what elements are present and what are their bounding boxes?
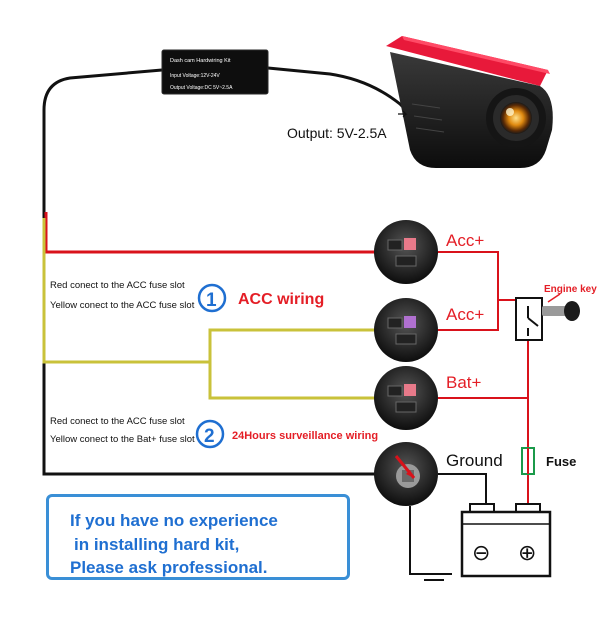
fuse-label-acc-1: Acc+	[446, 231, 484, 250]
fuse-label-acc-2: Acc+	[446, 305, 484, 324]
option-1-title: ACC wiring	[238, 291, 324, 308]
module-output-voltage: Output Voltage:DC 5V~2.5A	[170, 85, 233, 91]
battery-positive-icon: ⊕	[518, 540, 536, 565]
option-2-title: 24Hours surveillance wiring	[232, 430, 378, 442]
engine-key-arrow-icon	[547, 293, 561, 303]
camera-cable	[267, 66, 410, 114]
module-title: Dash cam Hardwiring Kit	[170, 58, 231, 64]
dash-camera	[386, 36, 553, 168]
option-1-badge	[197, 283, 227, 313]
output-arrow-icon	[398, 110, 408, 118]
fuse-slot-bat	[374, 366, 438, 430]
notice-line-2: in installing hard kit,	[74, 535, 240, 554]
option-2-badge	[195, 419, 225, 449]
red-wire	[44, 212, 382, 254]
option-2-line-2: Yellow conect to the Bat+ fuse slot	[50, 434, 195, 445]
battery-negative-icon: ⊖	[472, 540, 490, 565]
acc-circuit-wire	[438, 251, 520, 331]
fuse-label-ground: Ground	[446, 451, 503, 470]
notice-line-3: Please ask professional.	[70, 558, 268, 577]
fuse-slot-acc-1	[374, 220, 438, 284]
inline-fuse	[521, 447, 535, 475]
module-input-voltage: Input Voltage:12V-24V	[170, 73, 220, 79]
hardwire-module	[161, 49, 269, 95]
fuse-slot-acc-2	[374, 298, 438, 362]
option-2-line-1: Red conect to the ACC fuse slot	[50, 416, 185, 427]
option-1-number: 1	[206, 290, 217, 311]
option-2-number: 2	[204, 426, 215, 447]
black-wire	[42, 68, 390, 476]
yellow-wire	[42, 218, 382, 400]
option-1-line-2: Yellow conect to the ACC fuse slot	[50, 300, 195, 311]
camera-output-label: Output: 5V-2.5A	[287, 125, 387, 141]
battery	[460, 503, 552, 578]
fuse-label: Fuse	[546, 454, 576, 469]
professional-notice-box	[46, 494, 350, 580]
ground-circuit-wire	[409, 473, 487, 575]
engine-key-label: Engine key	[544, 284, 597, 295]
battery-circuit-wire	[438, 340, 529, 448]
notice-line-1: If you have no experience	[70, 511, 278, 530]
fuse-label-bat: Bat+	[446, 373, 482, 392]
car-key-icon	[542, 301, 580, 321]
ground-bolt	[374, 442, 438, 506]
option-1-line-1: Red conect to the ACC fuse slot	[50, 280, 185, 291]
engine-key-switch	[515, 297, 543, 341]
